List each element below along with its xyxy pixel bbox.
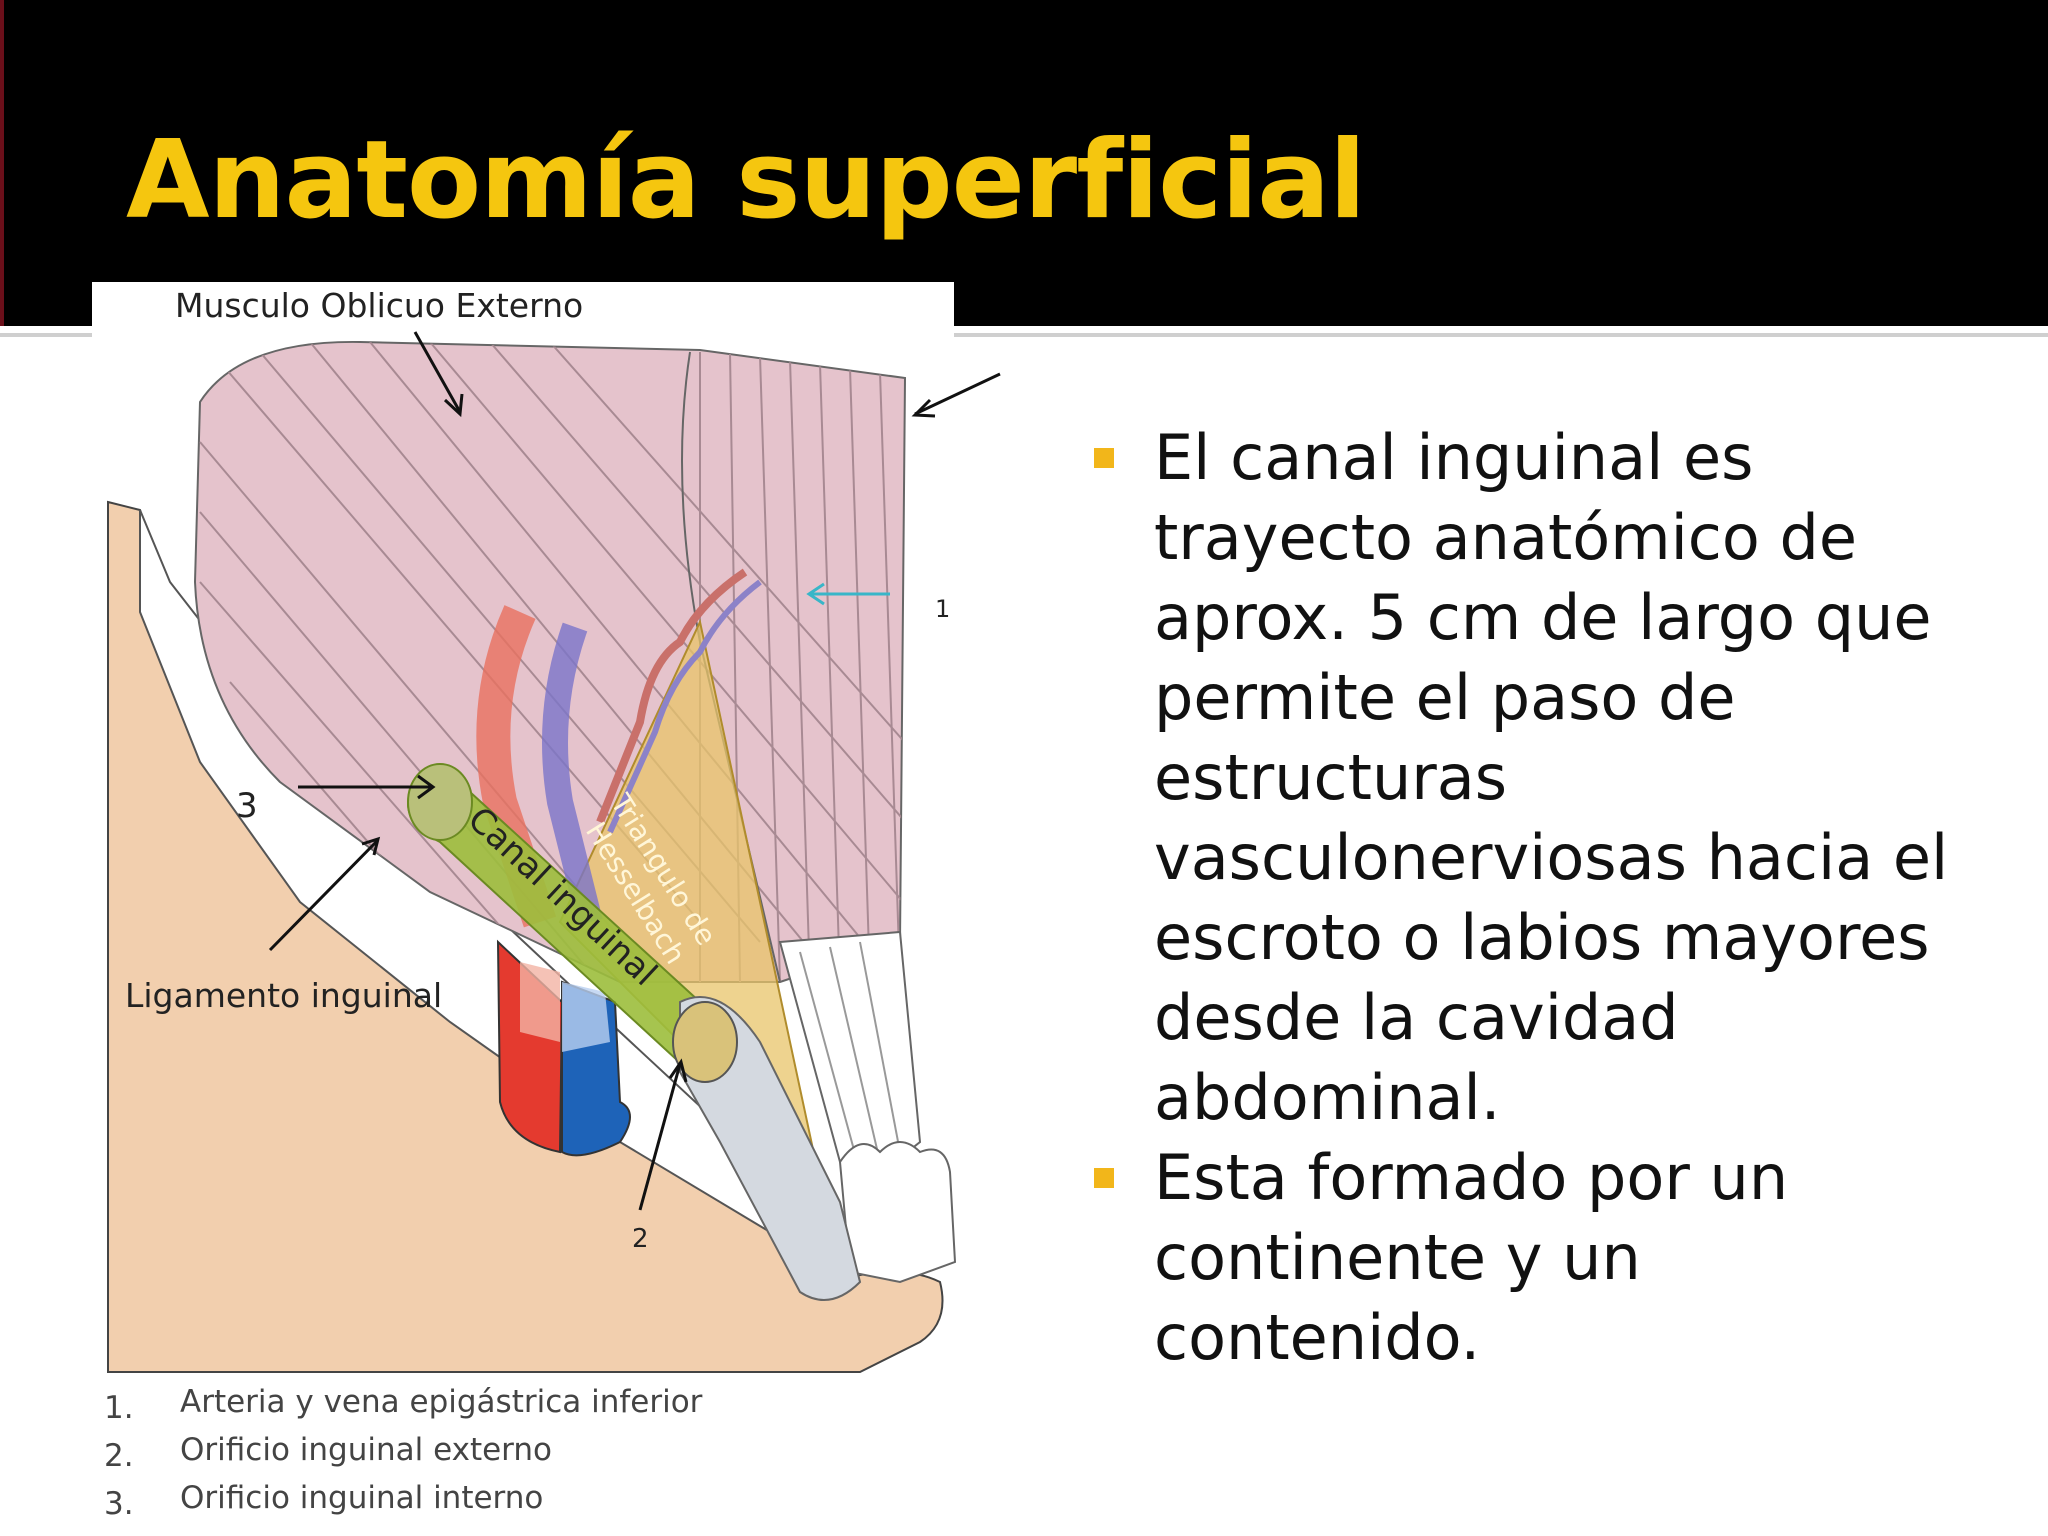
label-muscle: Musculo Oblicuo Externo [175, 286, 583, 325]
cyan-arrow [806, 582, 890, 606]
figure-label-panel [92, 282, 954, 342]
bullet-line: continente y un [1154, 1221, 1641, 1294]
bullet-line: vasculonerviosas hacia el [1154, 821, 1949, 894]
legend-text: Arteria y vena epigástrica inferior [180, 1384, 703, 1420]
anatomy-figure: Musculo Oblicuo Externo Ligamento inguin… [0, 282, 1010, 1536]
bullet-line: estructuras [1154, 741, 1508, 814]
header-accent [0, 0, 4, 326]
label-num-1: 1 [935, 595, 950, 623]
legend-text: Orificio inguinal externo [180, 1432, 552, 1468]
figure-legend: 1. Arteria y vena epigástrica inferior 2… [100, 1384, 800, 1528]
bullet-item: El canal inguinal es trayecto anatómico … [1088, 418, 2008, 1138]
epigastric-branch-vein [607, 579, 762, 834]
bullet-marker-icon [1094, 448, 1114, 468]
label-num-2: 2 [632, 1224, 649, 1254]
legend-item: 3. Orificio inguinal interno [100, 1480, 800, 1528]
femoral-artery-upper [520, 962, 560, 1042]
label-ligament: Ligamento inguinal [125, 976, 442, 1015]
epigastric-artery [476, 605, 557, 928]
legend-text: Orificio inguinal interno [180, 1480, 544, 1516]
slide-title: Anatomía superficial [126, 118, 1366, 243]
rectus-lower-lines [799, 941, 901, 1173]
bullet-line: El canal inguinal es [1154, 421, 1754, 494]
femoral-vein-upper [562, 982, 610, 1052]
bullet-line: Esta formado por un [1154, 1141, 1789, 1214]
pubic-tubercle [838, 1141, 957, 1284]
legend-number: 2. [104, 1438, 134, 1474]
bullet-line: trayecto anatómico de [1154, 501, 1858, 574]
bullet-marker-icon [1094, 1168, 1114, 1188]
legend-item: 2. Orificio inguinal externo [100, 1432, 800, 1480]
legend-number: 3. [104, 1486, 134, 1522]
bullet-line: contenido. [1154, 1301, 1481, 1374]
bullet-line: aprox. 5 cm de largo que [1154, 581, 1932, 654]
annotation-arrows [268, 331, 1001, 1211]
anatomy-diagram: Musculo Oblicuo Externo Ligamento inguin… [92, 282, 1001, 1373]
header-divider [0, 333, 2048, 337]
legend-number: 1. [104, 1390, 134, 1426]
label-num-3: 3 [236, 786, 258, 826]
bullet-item: Esta formado por un continente y un cont… [1088, 1138, 2008, 1378]
header-band [0, 0, 2048, 326]
bullet-line: desde la cavidad [1154, 981, 1679, 1054]
epigastric-branch-artery [596, 568, 748, 824]
bullet-line: abdominal. [1154, 1061, 1501, 1134]
epigastric-vein [542, 622, 603, 926]
bullet-line: escroto o labios mayores [1154, 901, 1930, 974]
legend-item: 1. Arteria y vena epigástrica inferior [100, 1384, 800, 1432]
bullet-list: El canal inguinal es trayecto anatómico … [1088, 418, 2008, 1378]
external-ring [672, 1001, 738, 1083]
bullet-line: permite el paso de [1154, 661, 1736, 734]
internal-ring [407, 763, 473, 841]
